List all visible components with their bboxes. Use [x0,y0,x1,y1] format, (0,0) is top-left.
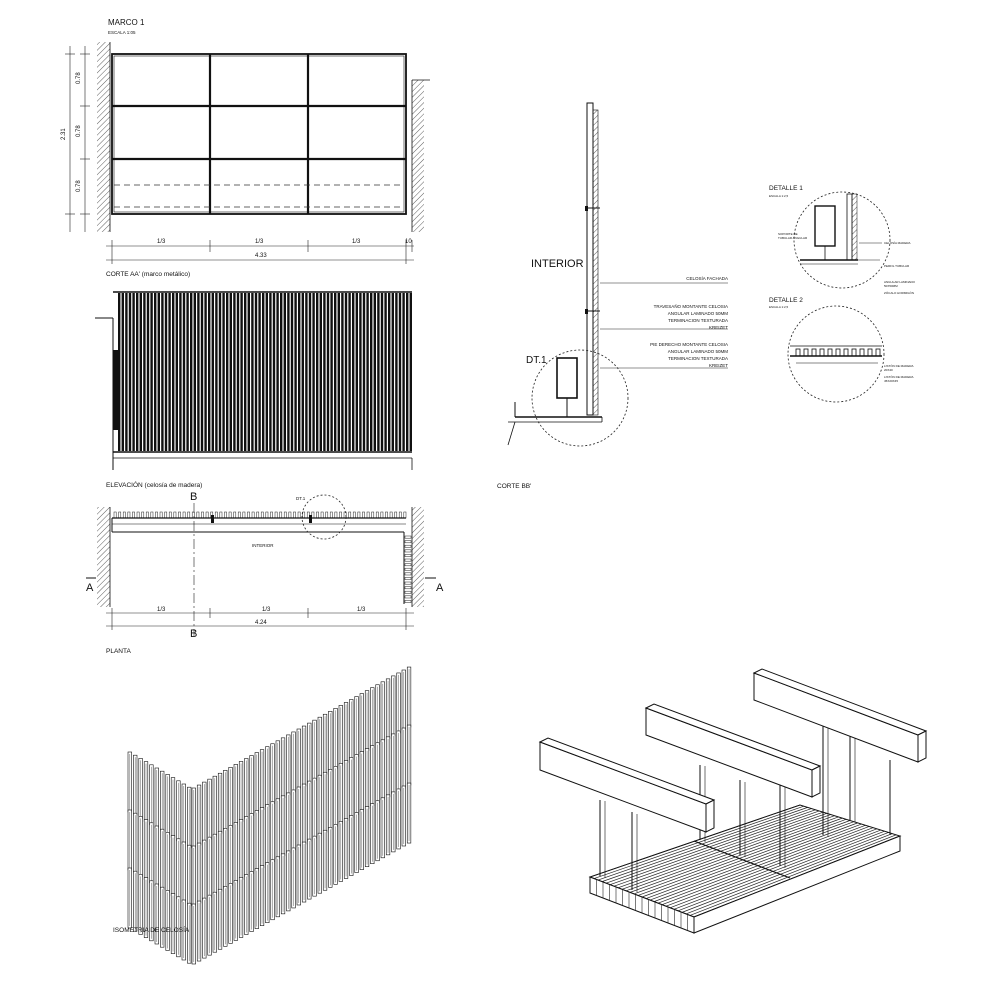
planta-dim-total: 4.24 [255,620,267,626]
dim-h3: 1/3 [352,239,361,245]
elevacion-label: ELEVACIÓN (celosía de madera) [106,480,202,489]
mark-b-bottom: B [190,628,197,640]
planta-left-wall [97,507,110,607]
planta-label: PLANTA [106,648,131,655]
marco-1-elevation: MARCO 1 ESCALA 1:05 0.78 0.78 0.78 2.31 [61,18,430,264]
corte-aa-label: CORTE AA' (marco metálico) [106,271,190,278]
corte-bb-section: DT.1 INTERIOR CELOSÍA FACHADA TRAVESAÑO … [497,102,729,490]
detalle2-scale: ESCALA 1:2,5 [769,305,789,309]
marco-scale: ESCALA 1:05 [108,30,136,35]
corte-aa-section: CORTE AA' (marco metálico) [95,271,413,470]
note-travesano-2: ANGULAR LAMINADO 50MM [668,311,729,316]
detalle1-scale: ESCALA 1:2,5 [769,194,789,198]
planta-interior-label: INTERIOR [252,543,274,548]
detalle1-note-4: 50X50MM [884,284,898,288]
planta-dim-h3: 1/3 [357,607,366,613]
metal-frame [111,53,407,215]
dim-total-h: 4.33 [255,253,267,259]
corte-bb-label: CORTE BB' [497,483,531,490]
marco-title: MARCO 1 [108,18,145,27]
detalle1-note-5: ZÓCALO HORMIGÓN [884,290,914,295]
note-travesano-3: TERMINACION TEXTURADA [668,318,728,323]
note-travesano-4: KREIZET [709,325,728,330]
mark-b-top: B [190,491,197,503]
isometric-pavilion [538,668,928,934]
detalle2-slats [795,348,881,357]
isometria-celosia: ISOMETRIA DE CELOSÍA [113,666,412,965]
planta-right-wall [412,507,424,607]
planta-side-slats [404,535,412,603]
dt1-callout-circle-large [531,349,629,447]
detalle2-note-2: 20X40 [884,368,893,372]
detalle2-title: DETALLE 2 [769,297,803,304]
detalle1-note-3: ANGULAR LAMINADO [884,280,916,284]
note-celosia: CELOSÍA FACHADA [686,275,728,281]
detalle1-title: DETALLE 1 [769,185,803,192]
dt1-callout-circle [301,494,347,540]
interior-label: INTERIOR [531,258,584,270]
detalle1-note-2: PERFIL TUBULAR [884,264,910,268]
detalle2-note-1: LISTÓN DE MADERA [884,363,914,368]
detalle-1: DETALLE 1 ESCALA 1:2,5 SOPORTE DE TUBULA… [769,185,916,295]
mark-a-right: A [436,582,444,594]
note-pie-1: PIE DERECHO MONTANTE CELOSIA [650,342,728,347]
detalle1-left-note-2: TUBULAR ANGULAR [778,236,808,240]
dim-h1: 1/3 [157,239,166,245]
planta-plan: ELEVACIÓN (celosía de madera) B B INTERI… [86,480,444,655]
dim-end: 10 [405,239,412,245]
dim-v3: 0.78 [76,180,82,192]
detalle-2: DETALLE 2 ESCALA 1:2,5 LISTÓN DE MADERA … [769,297,914,403]
left-wall-hatch [97,42,110,232]
note-travesano-1: TRAVESAÑO MONTANTE CELOSIA [654,303,728,309]
planta-dim-h2: 1/3 [262,607,271,613]
isometria-label: ISOMETRIA DE CELOSÍA [113,925,190,934]
note-pie-4: KREIZET [709,363,728,368]
dim-v2: 0.78 [76,125,82,137]
mark-a-left: A [86,582,94,594]
note-pie-2: ANGULAR LAMINADO 50MM [668,349,729,354]
detalle2-note-3: LISTÓN DE MADERA [884,374,914,379]
dim-v1: 0.78 [76,72,82,84]
detalle1-left-note-1: SOPORTE DE [778,232,798,236]
right-wall-hatch [412,80,424,232]
detalle2-note-4: 45X20X45 [884,379,898,383]
dim-total-v: 2.31 [61,128,67,140]
note-pie-3: TERMINACION TEXTURADA [668,356,728,361]
corte-aa-slats [118,293,412,451]
detalle1-note-1: CELOSÍA MADERA [884,241,911,245]
dt1-small-label: DT.1 [296,496,306,501]
planta-slat-teeth [113,511,407,519]
dim-h2: 1/3 [255,239,264,245]
dt1-label: DT.1 [526,355,547,366]
planta-dim-h1: 1/3 [157,607,166,613]
